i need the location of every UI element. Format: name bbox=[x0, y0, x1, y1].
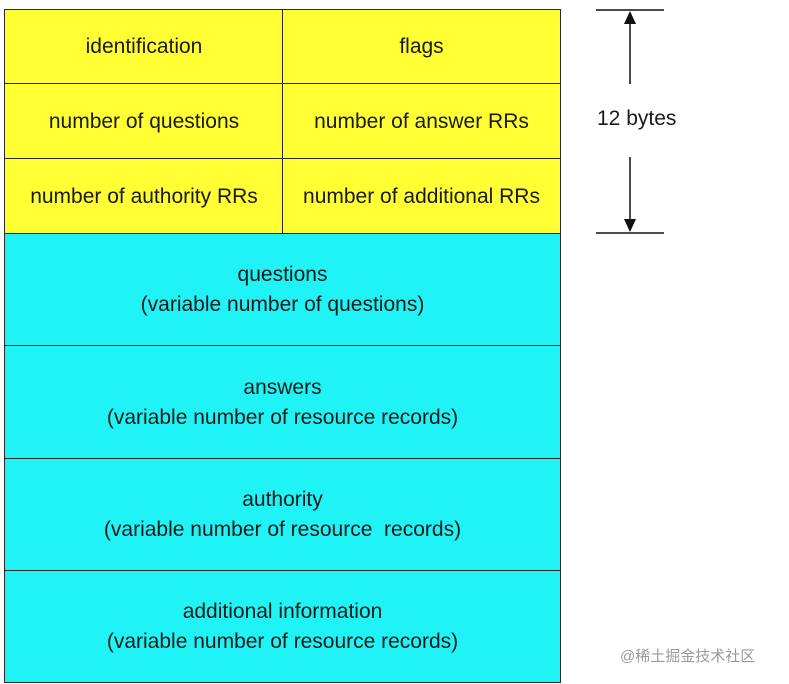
authority-title: authority bbox=[242, 488, 323, 511]
answers-detail: (variable number of resource records) bbox=[106, 405, 459, 429]
header-size-label: 12 bytes bbox=[597, 107, 677, 130]
authority-section: authority (variable number of resource r… bbox=[4, 458, 561, 572]
answers-title: answers bbox=[243, 375, 322, 399]
questions-title: questions bbox=[237, 263, 328, 286]
additional-section: additional information (variable number … bbox=[4, 570, 561, 683]
num-questions-label: number of questions bbox=[48, 109, 240, 133]
questions-section: questions (variable number of questions) bbox=[4, 233, 561, 347]
authority-detail: (variable number of resource records) bbox=[103, 518, 462, 541]
num-authority-rrs-label: number of authority RRs bbox=[30, 184, 258, 208]
num-additional-rrs-field: number of additional RRs bbox=[282, 158, 561, 235]
identification-label: identification bbox=[85, 35, 203, 58]
num-answer-rrs-label: number of answer RRs bbox=[314, 109, 529, 133]
additional-title: additional information bbox=[182, 599, 383, 623]
answers-section: answers (variable number of resource rec… bbox=[4, 345, 561, 460]
arrow-down-icon bbox=[624, 219, 636, 232]
additional-detail: (variable number of resource records) bbox=[106, 629, 459, 653]
num-answer-rrs-field: number of answer RRs bbox=[282, 83, 561, 160]
num-additional-rrs-label: number of additional RRs bbox=[303, 184, 540, 208]
num-questions-field: number of questions bbox=[4, 83, 284, 160]
arrow-up-icon bbox=[624, 11, 636, 24]
flags-field: flags bbox=[282, 9, 561, 85]
watermark: @稀土掘金技术社区 bbox=[620, 648, 756, 665]
flags-label: flags bbox=[399, 35, 444, 58]
questions-detail: (variable number of questions) bbox=[140, 293, 425, 316]
num-authority-rrs-field: number of authority RRs bbox=[4, 158, 284, 235]
identification-field: identification bbox=[4, 9, 284, 85]
